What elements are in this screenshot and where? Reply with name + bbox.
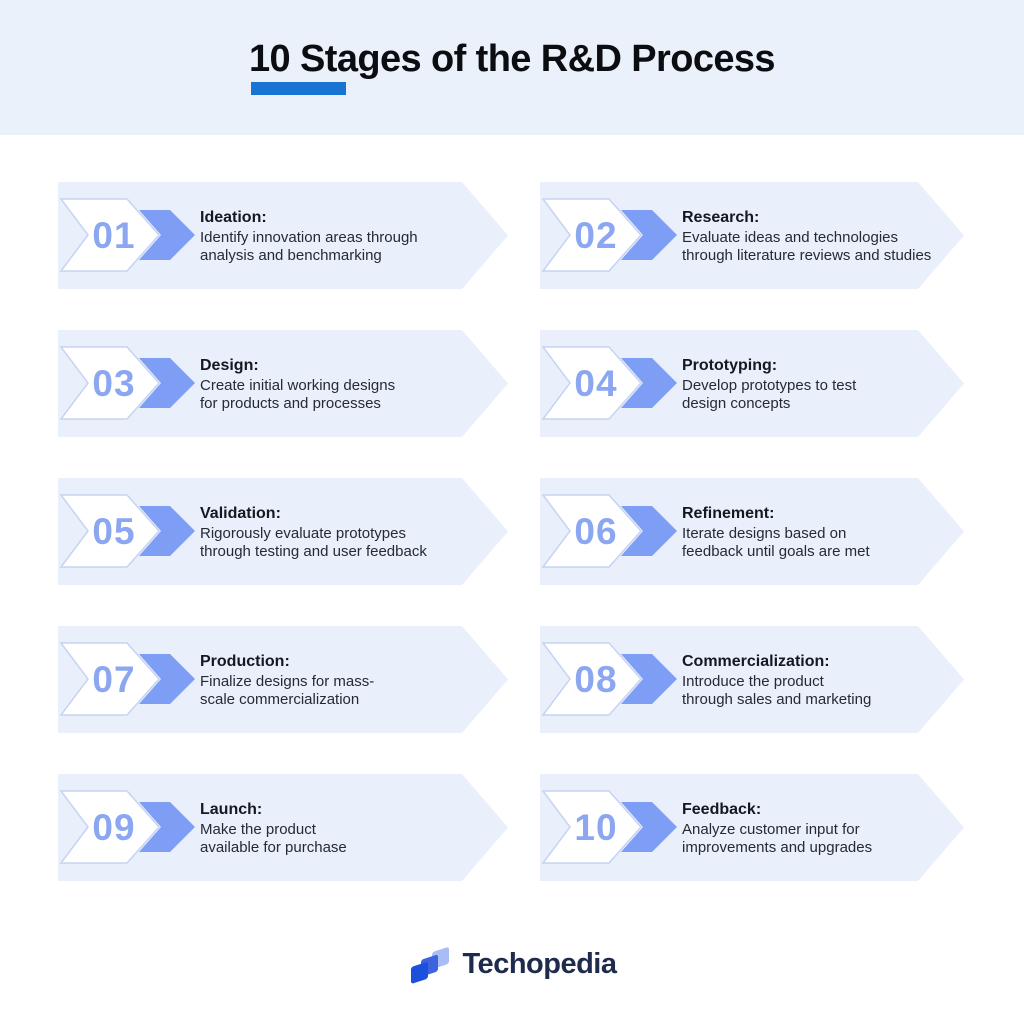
chevron-outline — [61, 643, 159, 715]
stage-title: Production: — [200, 652, 290, 670]
chevron-outline — [543, 199, 641, 271]
stage-text: Validation: Rigorously evaluate prototyp… — [200, 504, 485, 562]
stage-title: Ideation: — [200, 208, 267, 226]
chevron-solid-icon — [621, 210, 677, 260]
chevron-outline — [61, 199, 159, 271]
stage-number: 07 — [92, 659, 135, 700]
chevron-arrow-icon: 07 — [60, 642, 195, 716]
techopedia-wordmark: Techopedia — [462, 947, 618, 980]
stage-banner-04: 04 Prototyping: Develop prototypes to te… — [540, 330, 964, 437]
stage-banner-01: 01 Ideation: Identify innovation areas t… — [58, 182, 508, 289]
chevron-solid-icon — [139, 802, 195, 852]
chevron-arrow-icon: 02 — [542, 198, 677, 272]
chevron-solid-icon — [621, 506, 677, 556]
stage-text: Ideation: Identify innovation areas thro… — [200, 208, 485, 266]
chevron-arrow-icon: 09 — [60, 790, 195, 864]
stage-description: Analyze customer input for improvements … — [682, 820, 873, 857]
chevron-arrow-icon: 06 — [542, 494, 677, 568]
header: 10 Stages of the R&D Process — [0, 0, 1024, 135]
stage-title: Prototyping: — [682, 356, 778, 374]
stage-title: Research: — [682, 208, 760, 226]
footer: Techopedia — [0, 934, 1024, 994]
stage-description: Identify innovation areas through analys… — [200, 228, 418, 265]
stage-number: 09 — [92, 807, 135, 848]
chevron-solid-icon — [139, 210, 195, 260]
stage-text: Production: Finalize designs for mass- s… — [200, 652, 485, 710]
stage-description: Finalize designs for mass- scale commerc… — [200, 672, 375, 709]
stage-number: 02 — [574, 215, 617, 256]
stage-text: Commercialization: Introduce the product… — [682, 652, 967, 710]
chevron-outline — [61, 791, 159, 863]
stage-banner-08: 08 Commercialization: Introduce the prod… — [540, 626, 964, 733]
stage-text: Feedback: Analyze customer input for imp… — [682, 800, 967, 858]
chevron-solid-icon — [621, 654, 677, 704]
stage-banner-06: 06 Refinement: Iterate designs based on … — [540, 478, 964, 585]
stage-number: 01 — [92, 215, 135, 256]
stage-number: 08 — [574, 659, 617, 700]
stage-description: Make the product available for purchase — [200, 820, 347, 857]
stage-title: Commercialization: — [682, 652, 830, 670]
stage-text: Research: Evaluate ideas and technologie… — [682, 208, 967, 266]
stage-title: Validation: — [200, 504, 281, 522]
stage-description: Create initial working designs for produ… — [200, 376, 396, 413]
chevron-arrow-icon: 08 — [542, 642, 677, 716]
chevron-arrow-icon: 05 — [60, 494, 195, 568]
chevron-outline — [61, 495, 159, 567]
stage-description: Evaluate ideas and technologies through … — [682, 228, 932, 265]
chevron-arrow-icon: 03 — [60, 346, 195, 420]
chevron-solid-icon — [139, 358, 195, 408]
chevron-outline — [543, 347, 641, 419]
stage-number: 10 — [574, 807, 617, 848]
stage-title: Feedback: — [682, 800, 762, 818]
page-title: 10 Stages of the R&D Process — [249, 38, 776, 80]
title-wrap: 10 Stages of the R&D Process — [249, 38, 776, 95]
stage-banner-03: 03 Design: Create initial working design… — [58, 330, 508, 437]
stage-number: 04 — [574, 363, 617, 404]
stage-text: Design: Create initial working designs f… — [200, 356, 485, 414]
stage-banner-02: 02 Research: Evaluate ideas and technolo… — [540, 182, 964, 289]
chevron-solid-icon — [139, 654, 195, 704]
chevron-outline — [543, 791, 641, 863]
stage-title: Design: — [200, 356, 259, 374]
stage-title: Refinement: — [682, 504, 775, 522]
chevron-outline — [543, 495, 641, 567]
chevron-solid-icon — [621, 802, 677, 852]
stage-text: Refinement: Iterate designs based on fee… — [682, 504, 967, 562]
chevron-outline — [543, 643, 641, 715]
stage-banner-07: 07 Production: Finalize designs for mass… — [58, 626, 508, 733]
chevron-outline — [61, 347, 159, 419]
chevron-arrow-icon: 04 — [542, 346, 677, 420]
techopedia-logo-icon — [410, 947, 449, 984]
stage-description: Introduce the product through sales and … — [682, 672, 872, 709]
chevron-arrow-icon: 01 — [60, 198, 195, 272]
chevron-arrow-icon: 10 — [542, 790, 677, 864]
stage-banner-09: 09 Launch: Make the product available fo… — [58, 774, 508, 881]
stage-text: Launch: Make the product available for p… — [200, 800, 485, 858]
title-underline — [251, 82, 347, 95]
stage-number: 05 — [92, 511, 135, 552]
stage-description: Rigorously evaluate prototypes through t… — [200, 524, 427, 561]
stage-description: Iterate designs based on feedback until … — [682, 524, 870, 561]
stage-number: 06 — [574, 511, 617, 552]
stage-text: Prototyping: Develop prototypes to test … — [682, 356, 967, 414]
stage-description: Develop prototypes to test design concep… — [682, 376, 857, 413]
stage-title: Launch: — [200, 800, 263, 818]
chevron-solid-icon — [621, 358, 677, 408]
stage-number: 03 — [92, 363, 135, 404]
chevron-solid-icon — [139, 506, 195, 556]
stage-banner-10: 10 Feedback: Analyze customer input for … — [540, 774, 964, 881]
stage-banner-05: 05 Validation: Rigorously evaluate proto… — [58, 478, 508, 585]
